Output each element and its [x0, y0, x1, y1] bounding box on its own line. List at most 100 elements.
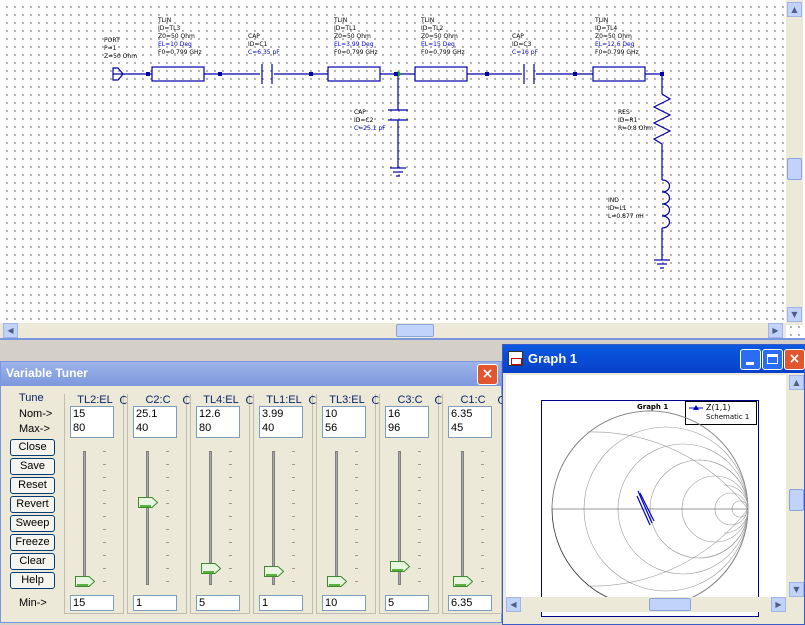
revert-button[interactable]: Revert — [10, 496, 55, 513]
graph-close-icon[interactable]: × — [784, 349, 805, 370]
variable-tuner-window[interactable]: Variable Tuner × Tune Nom-> Max-> Min-> … — [0, 361, 505, 623]
nom-value[interactable]: 25.1 — [136, 408, 158, 420]
graph-vscroll[interactable]: ▲ ▼ — [789, 375, 804, 597]
graph-scroll-down-icon[interactable]: ▼ — [789, 582, 804, 597]
slider-thumb-icon[interactable] — [390, 560, 410, 572]
save-button[interactable]: Save — [10, 458, 55, 475]
max-value[interactable]: 80 — [199, 422, 212, 434]
scroll-up-icon[interactable]: ▲ — [787, 2, 802, 17]
schematic-vscroll-thumb[interactable] — [787, 158, 802, 180]
minimize-icon[interactable] — [740, 349, 761, 370]
nom-max-input[interactable]: 25.1 40 — [133, 406, 177, 438]
slider-track[interactable] — [461, 451, 464, 585]
min-input[interactable]: 5 — [385, 595, 429, 611]
nom-max-input[interactable]: 3.99 40 — [259, 406, 303, 438]
scroll-left-icon[interactable]: ◀ — [3, 323, 18, 338]
port-z: Z=50 Ohm — [104, 53, 137, 60]
scroll-down-icon[interactable]: ▼ — [787, 307, 802, 322]
schematic-hscroll-thumb[interactable] — [396, 324, 434, 337]
slider-track[interactable] — [146, 451, 149, 585]
slider-thumb-icon[interactable] — [327, 576, 347, 587]
slider-track[interactable] — [83, 451, 86, 585]
help-button[interactable]: Help — [10, 572, 55, 589]
nom-value[interactable]: 16 — [388, 408, 401, 420]
cap2-id: ID=C2 — [354, 117, 374, 124]
freeze-button[interactable]: Freeze — [10, 534, 55, 551]
schematic-drawing[interactable]: PORT P=1 Z=50 Ohm TLIN ID=TL3 Z0=50 Ohm … — [0, 0, 805, 325]
graph-client-area[interactable]: Graph 1 Z(1,1) Schematic 1 — [506, 375, 786, 617]
slider-track[interactable] — [398, 451, 401, 585]
min-input[interactable]: 5 — [196, 595, 240, 611]
column-c-flag[interactable]: C — [182, 394, 190, 407]
slider-thumb-icon[interactable] — [453, 576, 473, 587]
graph-title: Graph 1 — [528, 351, 578, 366]
min-input[interactable]: 6.35 — [448, 595, 492, 611]
slider-ticks — [103, 451, 106, 585]
smith-chart-plot[interactable]: Graph 1 Z(1,1) Schematic 1 — [541, 400, 759, 617]
scroll-right-icon[interactable]: ▶ — [768, 323, 783, 338]
res-type: RES — [618, 109, 630, 116]
plot-title: Graph 1 — [637, 403, 669, 411]
max-value[interactable]: 40 — [136, 422, 149, 434]
slider-track[interactable] — [272, 451, 275, 585]
slider-ticks — [229, 451, 232, 585]
graph-vscroll-thumb[interactable] — [789, 489, 804, 511]
legend-box[interactable]: Z(1,1) Schematic 1 — [685, 401, 757, 425]
schematic-canvas[interactable]: PORT P=1 Z=50 Ohm TLIN ID=TL3 Z0=50 Ohm … — [0, 0, 805, 340]
nom-max-input[interactable]: 12.6 80 — [196, 406, 240, 438]
tl1-type: TLIN — [333, 17, 347, 24]
nom-max-input[interactable]: 6.35 45 — [448, 406, 492, 438]
nom-value[interactable]: 15 — [73, 408, 86, 420]
slider-ticks — [166, 451, 169, 585]
graph-scroll-right-icon[interactable]: ▶ — [771, 597, 786, 612]
min-input[interactable]: 10 — [322, 595, 366, 611]
graph-scroll-left-icon[interactable]: ◀ — [506, 597, 521, 612]
max-value[interactable]: 80 — [73, 422, 86, 434]
max-value[interactable]: 96 — [388, 422, 401, 434]
reset-button[interactable]: Reset — [10, 477, 55, 494]
maximize-icon[interactable] — [762, 349, 783, 370]
nom-value[interactable]: 6.35 — [451, 408, 473, 420]
graph-window[interactable]: Graph 1 × Graph 1 Z(1,1) Schematic 1 — [502, 344, 805, 625]
clear-button[interactable]: Clear — [10, 553, 55, 570]
schematic-hscroll[interactable]: ◀ ▶ — [0, 323, 786, 338]
tuner-close-icon[interactable]: × — [477, 364, 498, 385]
min-input[interactable]: 1 — [259, 595, 303, 611]
slider-track[interactable] — [335, 451, 338, 585]
tl2-id: ID=TL2 — [421, 25, 443, 32]
graph-titlebar[interactable]: Graph 1 × — [503, 345, 805, 373]
min-input[interactable]: 1 — [133, 595, 177, 611]
column-c-flag[interactable]: C — [371, 394, 379, 407]
slider-thumb-icon[interactable] — [138, 496, 158, 508]
max-value[interactable]: 40 — [262, 422, 275, 434]
max-value[interactable]: 56 — [325, 422, 338, 434]
tuner-titlebar[interactable]: Variable Tuner × — [1, 362, 501, 386]
cap2-type: CAP — [354, 109, 366, 116]
graph-hscroll[interactable]: ◀ ▶ — [503, 597, 789, 612]
max-value[interactable]: 45 — [451, 422, 464, 434]
min-input[interactable]: 15 — [70, 595, 114, 611]
close-button[interactable]: Close — [10, 439, 55, 456]
slider-thumb-icon[interactable] — [75, 576, 95, 587]
slider-thumb-icon[interactable] — [201, 563, 221, 575]
slider-track[interactable] — [209, 451, 212, 585]
schematic-vscroll[interactable]: ▲ ▼ — [786, 0, 803, 325]
column-c-flag[interactable]: C — [434, 394, 442, 407]
tl1-id: ID=TL1 — [334, 25, 356, 32]
column-c-flag[interactable]: C — [308, 394, 316, 407]
port-type: PORT — [104, 37, 120, 44]
column-c-flag[interactable]: C — [245, 394, 253, 407]
nom-value[interactable]: 3.99 — [262, 408, 284, 420]
graph-scroll-up-icon[interactable]: ▲ — [789, 375, 804, 390]
column-c-flag[interactable]: C — [497, 394, 505, 407]
nom-value[interactable]: 10 — [325, 408, 338, 420]
graph-hscroll-thumb[interactable] — [649, 598, 691, 611]
sweep-button[interactable]: Sweep — [10, 515, 55, 532]
column-c-flag[interactable]: C — [119, 394, 127, 407]
nom-value[interactable]: 12.6 — [199, 408, 221, 420]
slider-thumb-icon[interactable] — [264, 565, 284, 577]
